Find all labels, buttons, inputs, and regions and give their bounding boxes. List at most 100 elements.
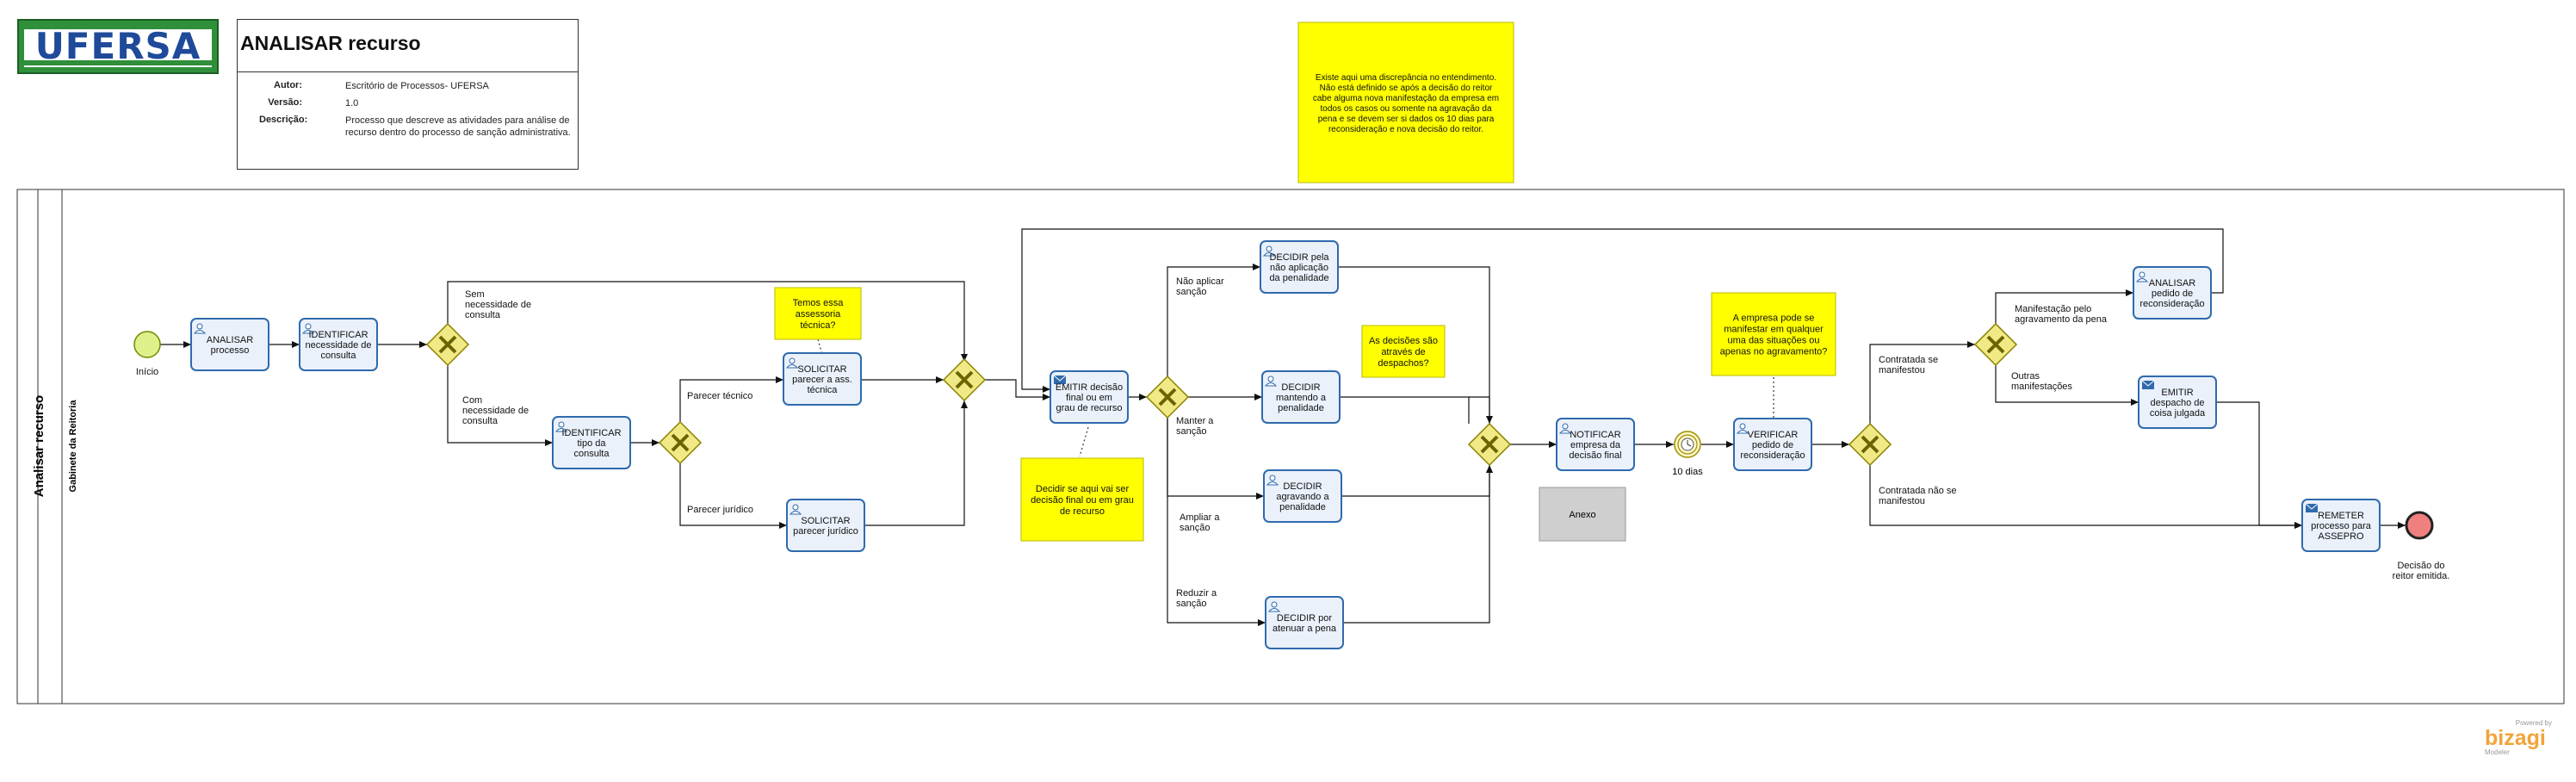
flow-label-text: sanção (1180, 523, 1210, 533)
annotation-text: de recurso (1060, 506, 1105, 517)
bizagi-powered: Powered by (2516, 719, 2552, 727)
task-label: pedido de (2152, 289, 2193, 299)
association-decidir-recurso (1079, 426, 1089, 457)
task-label: parecer a ass. (792, 375, 852, 385)
process-title: ANALISAR recurso (240, 32, 421, 54)
task-label: não aplicação (1270, 263, 1328, 273)
flow-contratada-nao (1869, 465, 2302, 529)
gateway-merge-pareceres (942, 357, 987, 402)
bizagi-name: bizagi (2485, 726, 2546, 750)
annotation-text: manifestar em qualquer (1724, 325, 1824, 335)
annotation-text: A empresa pode se (1733, 313, 1815, 324)
flow-despacho-to-remeter (2216, 401, 2302, 529)
annotation-text: assessoria (796, 309, 841, 320)
task-label: reconsideração (2139, 299, 2204, 309)
task-label: agravando a (1276, 492, 1329, 502)
exclusive-x-icon (1986, 335, 2005, 354)
task-label: processo para (2311, 521, 2372, 531)
gateway-manifestacao (1848, 422, 1892, 467)
gateway-tipo-manifestacao (1973, 322, 2018, 367)
flow-label-text: manifestou (1879, 496, 1925, 506)
task-label: IDENTIFICAR (308, 330, 368, 340)
task-label: SOLICITAR (801, 516, 850, 526)
ufersa-logo: UFERSA (17, 19, 219, 74)
flow-label-text: agravamento da pena (2015, 314, 2108, 325)
bizagi-product: Modeler (2485, 748, 2510, 756)
timer-event-label: 10 dias (1672, 467, 1703, 477)
flow-label-text: Outras (2011, 371, 2040, 382)
artifact-anexo-label: Anexo (1569, 510, 1595, 520)
flow-label-text: Não aplicar (1176, 276, 1224, 287)
description-line-1: Processo que descreve as atividades para… (345, 115, 570, 126)
annotation-text: técnica? (801, 320, 836, 331)
task-label: VERIFICAR (1748, 430, 1799, 440)
flow-label-text: necessidade de (465, 300, 531, 310)
start-event (133, 331, 161, 358)
annotation-text: cabe alguma nova manifestação da empresa… (1313, 94, 1499, 103)
task-label: despacho de (2151, 398, 2205, 408)
end-event-label: reitor emitida. (2393, 571, 2450, 581)
task-label: DECIDIR pela (1269, 252, 1329, 263)
task-label: IDENTIFICAR (561, 428, 621, 438)
user-task-icon (193, 323, 207, 334)
task-label: técnica (808, 385, 839, 395)
task-label: ASSEPRO (2318, 531, 2364, 542)
flow-label-text: Ampliar a (1180, 512, 1220, 523)
task-label: pedido de (1752, 440, 1793, 450)
flow-juridico-to-merge (864, 400, 968, 526)
annotation-text: todos os casos ou somente na agravação d… (1320, 104, 1491, 114)
flow-label-text: sanção (1176, 287, 1206, 297)
flow-label-text: Parecer técnico (687, 391, 752, 401)
task-label: NOTIFICAR (1570, 430, 1620, 440)
exclusive-x-icon (1480, 435, 1499, 454)
flow-com-necessidade (447, 365, 553, 446)
task-label: SOLICITAR (797, 364, 846, 375)
exclusive-x-icon (671, 433, 690, 452)
exclusive-x-icon (438, 335, 457, 354)
task-label: consulta (574, 449, 610, 459)
task-label: EMITIR decisão (1056, 382, 1123, 393)
flow-nao-aplicacao-to-merge (1338, 266, 1493, 424)
user-task-icon (554, 421, 568, 432)
artifact-anexo: Anexo (1539, 487, 1626, 542)
author-label: Autor: (274, 80, 302, 90)
flow-label-text: Contratada não se (1879, 486, 1957, 496)
flow-label-text: sanção (1176, 426, 1206, 437)
clock-hands-icon (1687, 440, 1692, 447)
task-label: atenuar a pena (1273, 624, 1337, 634)
flow-label-text: Manifestação pelo (2015, 304, 2091, 314)
process-header: ANALISAR recurso Autor: Escritório de Pr… (237, 19, 579, 170)
flow-label-text: Sem (465, 289, 485, 300)
flow-label-text: Com (462, 395, 482, 406)
flow-parecer-tecnico (679, 376, 783, 422)
annotation-text: Temos essa (793, 298, 845, 308)
user-task-icon (1262, 245, 1276, 257)
gateway-decisao-sancao (1145, 375, 1190, 419)
gateway-merge-decisoes (1467, 422, 1512, 467)
task-label: da penalidade (1269, 273, 1328, 283)
